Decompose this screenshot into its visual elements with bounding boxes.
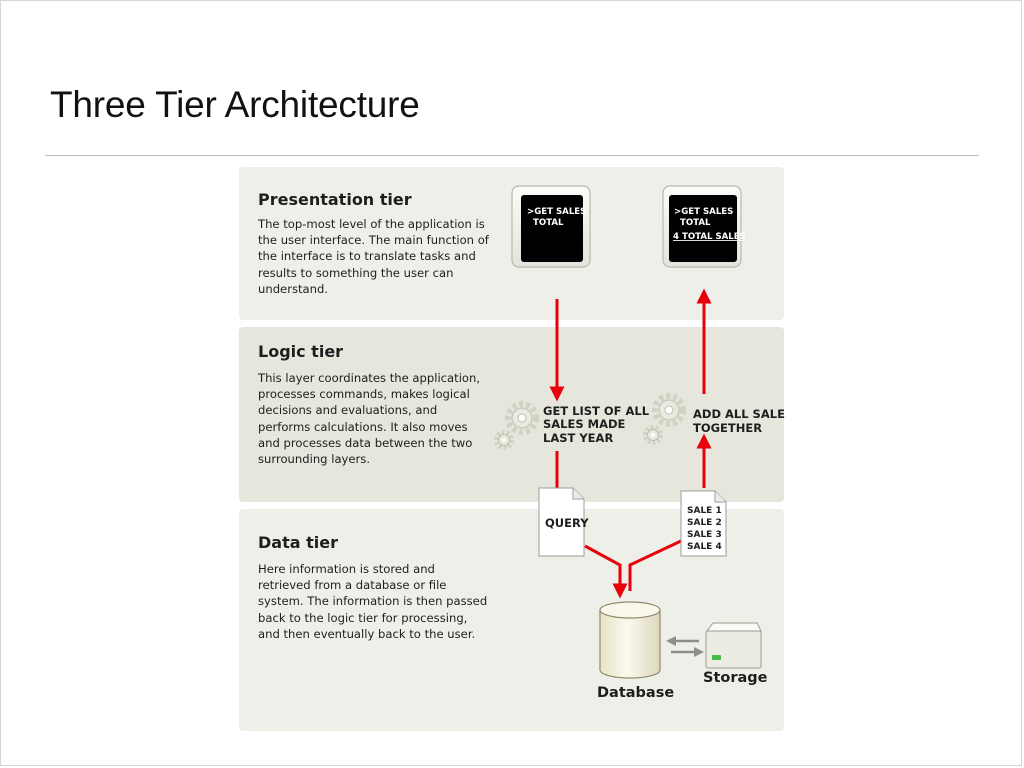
screen-right-line1: >GET SALES [674,207,733,217]
client-monitor-right: >GET SALES TOTAL 4 TOTAL SALES [662,185,746,268]
gear-icon [643,393,686,445]
arrow-query-to-database [584,544,628,599]
title-divider [45,155,979,156]
logic-step-right-line1: ADD ALL SALES [693,407,785,421]
gear-icon [494,401,539,450]
logic-tier-description: This layer coordinates the application, … [258,371,481,467]
gear-icon-right-small [643,425,663,445]
document-icon: SALE 1 SALE 2 SALE 3 SALE 4 [680,490,727,557]
gear-icon-left-small [494,430,514,450]
sales-document-line4: SALE 4 [687,542,722,552]
logic-tier-title: Logic tier [258,342,344,361]
sales-document-line3: SALE 3 [687,530,722,540]
presentation-tier-title: Presentation tier [258,190,412,209]
data-tier-description: Here information is stored and retrieved… [258,562,488,641]
storage-label: Storage [703,670,768,686]
client-monitor-left: >GET SALES TOTAL [511,185,591,268]
slide-title: Three Tier Architecture [50,84,420,125]
gear-icon-left-large [505,401,539,435]
presentation-tier-description: The top-most level of the application is… [258,217,489,296]
arrow-database-to-sales [628,539,682,591]
document-icon: QUERY [538,487,589,557]
logic-step-left-line2: SALES MADE [543,417,626,431]
data-tier-title: Data tier [258,533,338,552]
sales-document-line1: SALE 1 [687,506,722,516]
database-label: Database [597,685,674,701]
sales-document-line2: SALE 2 [687,518,722,528]
logic-step-right-line2: TOGETHER [693,421,762,435]
storage-icon [705,622,762,669]
screen-left-line2: TOTAL [533,218,564,228]
screen-left-line1: >GET SALES [527,207,586,217]
screen-right-result: 4 TOTAL SALES [673,232,746,242]
storage-led [712,655,721,660]
three-tier-diagram: Presentation tier The top-most level of … [237,166,785,732]
screen-right-line2: TOTAL [680,218,711,228]
database-icon [599,601,661,679]
query-document-label: QUERY [545,516,589,530]
logic-step-left-line3: LAST YEAR [543,431,613,445]
diagram-graphics: >GET SALES TOTAL >GET SALES TOTAL 4 TOTA… [494,185,785,701]
gear-icon-right-large [652,393,686,427]
logic-tier-panel: Logic tier This layer coordinates the ap… [239,327,784,502]
logic-step-left-line1: GET LIST OF ALL [543,404,650,418]
